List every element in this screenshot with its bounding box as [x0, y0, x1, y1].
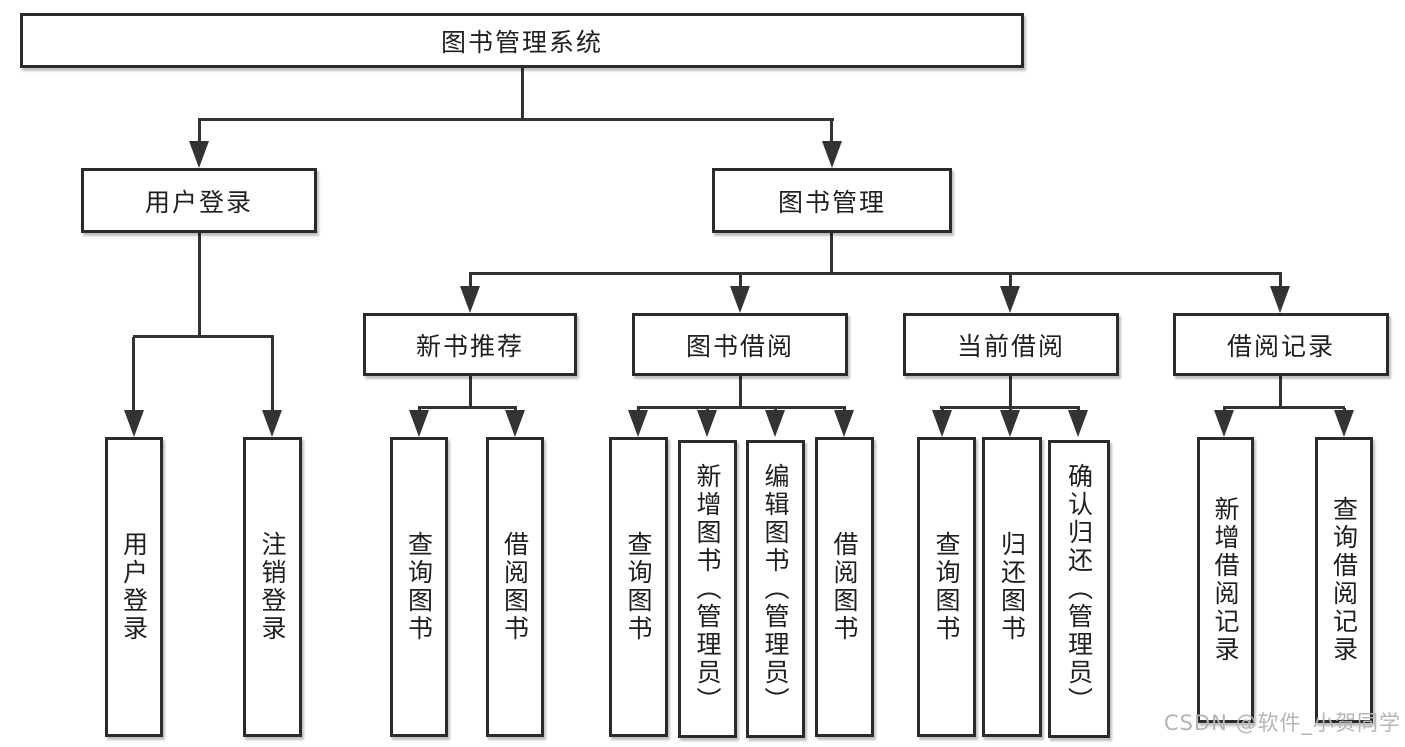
connector-newbook-stub: [469, 376, 472, 408]
leaf-return-books: 归还图书: [982, 437, 1042, 737]
node-label: 用户登录: [144, 187, 253, 217]
connector-bookmgmt-stub: [830, 233, 833, 275]
arrow-down-icon: [460, 286, 480, 313]
connector-records-split: [1223, 406, 1345, 409]
leaf-logout: 注销登录: [243, 437, 302, 737]
node-book-management: 图书管理: [712, 168, 952, 233]
node-current-borrow: 当前借阅: [903, 313, 1119, 376]
arrow-down-icon: [1270, 286, 1290, 313]
arrow-down-icon: [765, 410, 785, 437]
leaf-user-login: 用户登录: [105, 437, 163, 737]
node-label: 借阅图书: [830, 531, 859, 643]
connector-shaft-level3: [739, 274, 742, 288]
connector-shaft-level3: [469, 274, 472, 288]
connector-root-split: [198, 118, 834, 121]
connector-current-stub: [1009, 376, 1012, 408]
leaf-query-books: 查询图书: [390, 437, 448, 737]
arrow-down-icon: [932, 410, 952, 437]
node-label: 用户登录: [119, 531, 149, 643]
node-label: 归还图书: [997, 531, 1027, 643]
node-user-login: 用户登录: [81, 168, 317, 233]
node-label: 查询图书: [624, 531, 653, 643]
arrow-down-icon: [834, 410, 854, 437]
arrow-down-icon: [1000, 286, 1020, 313]
node-label: 注销登录: [258, 531, 287, 643]
connector-shaft-leaf: [271, 337, 274, 413]
node-label: 查询借阅记录: [1329, 496, 1359, 664]
arrow-down-icon: [189, 141, 209, 168]
arrow-down-icon: [730, 286, 750, 313]
connector-userlogin-split: [133, 335, 274, 338]
leaf-add-borrow-record: 新增借阅记录: [1197, 437, 1254, 723]
connector-records-stub: [1279, 376, 1282, 408]
connector-shaft-level3: [1279, 274, 1282, 288]
connector-borrow-split: [637, 406, 846, 409]
leaf-borrow-books: 借阅图书: [815, 437, 874, 737]
connector-shaft-leaf: [132, 337, 135, 413]
arrow-down-icon: [822, 141, 842, 168]
arrow-down-icon: [124, 410, 144, 437]
node-root-system: 图书管理系统: [20, 13, 1024, 68]
arrow-down-icon: [628, 410, 648, 437]
leaf-edit-books-admin: 编辑图书（管理员）: [746, 440, 805, 738]
connector-shaft-user-login: [198, 120, 201, 144]
node-label: 新增借阅记录: [1211, 496, 1240, 664]
node-label: 新书推荐: [415, 331, 524, 361]
node-label: 确认归还（管理员）: [1064, 463, 1094, 715]
arrow-down-icon: [409, 410, 429, 437]
leaf-add-books-admin: 新增图书（管理员）: [678, 440, 737, 738]
leaf-query-borrow-record: 查询借阅记录: [1315, 437, 1373, 723]
node-label: 查询图书: [404, 531, 434, 643]
leaf-borrow-books: 借阅图书: [486, 437, 544, 737]
arrow-down-icon: [1068, 410, 1088, 437]
node-label: 编辑图书（管理员）: [761, 463, 790, 715]
arrow-down-icon: [697, 410, 717, 437]
leaf-confirm-return-admin: 确认归还（管理员）: [1048, 440, 1110, 738]
node-new-book-recommend: 新书推荐: [363, 313, 577, 376]
arrow-down-icon: [1214, 410, 1234, 437]
arrow-down-icon: [1334, 410, 1354, 437]
node-label: 图书管理系统: [440, 27, 603, 57]
node-borrow-records: 借阅记录: [1173, 313, 1389, 376]
csdn-watermark: CSDN @软件_小贺同学: [1163, 711, 1401, 735]
arrow-down-icon: [262, 410, 282, 437]
connector-shaft-level3: [1009, 274, 1012, 288]
node-label: 查询图书: [932, 531, 961, 643]
node-label: 借阅图书: [500, 531, 530, 643]
leaf-query-books: 查询图书: [917, 437, 976, 737]
connector-newbook-split: [418, 406, 517, 409]
arrow-down-icon: [505, 410, 525, 437]
connector-root-stub: [521, 68, 524, 120]
node-label: 图书管理: [777, 187, 886, 217]
connector-current-split: [940, 406, 1080, 409]
node-label: 借阅记录: [1226, 331, 1335, 361]
leaf-query-books: 查询图书: [609, 437, 668, 737]
connector-bookmgmt-split: [469, 272, 1282, 275]
node-label: 图书借阅: [685, 331, 794, 361]
connector-borrow-stub: [739, 376, 742, 408]
node-label: 新增图书（管理员）: [693, 463, 722, 715]
connector-userlogin-stub: [198, 233, 201, 337]
arrow-down-icon: [1000, 410, 1020, 437]
node-book-borrow: 图书借阅: [632, 313, 848, 376]
node-label: 当前借阅: [956, 331, 1065, 361]
connector-shaft-book-mgmt: [830, 120, 833, 144]
